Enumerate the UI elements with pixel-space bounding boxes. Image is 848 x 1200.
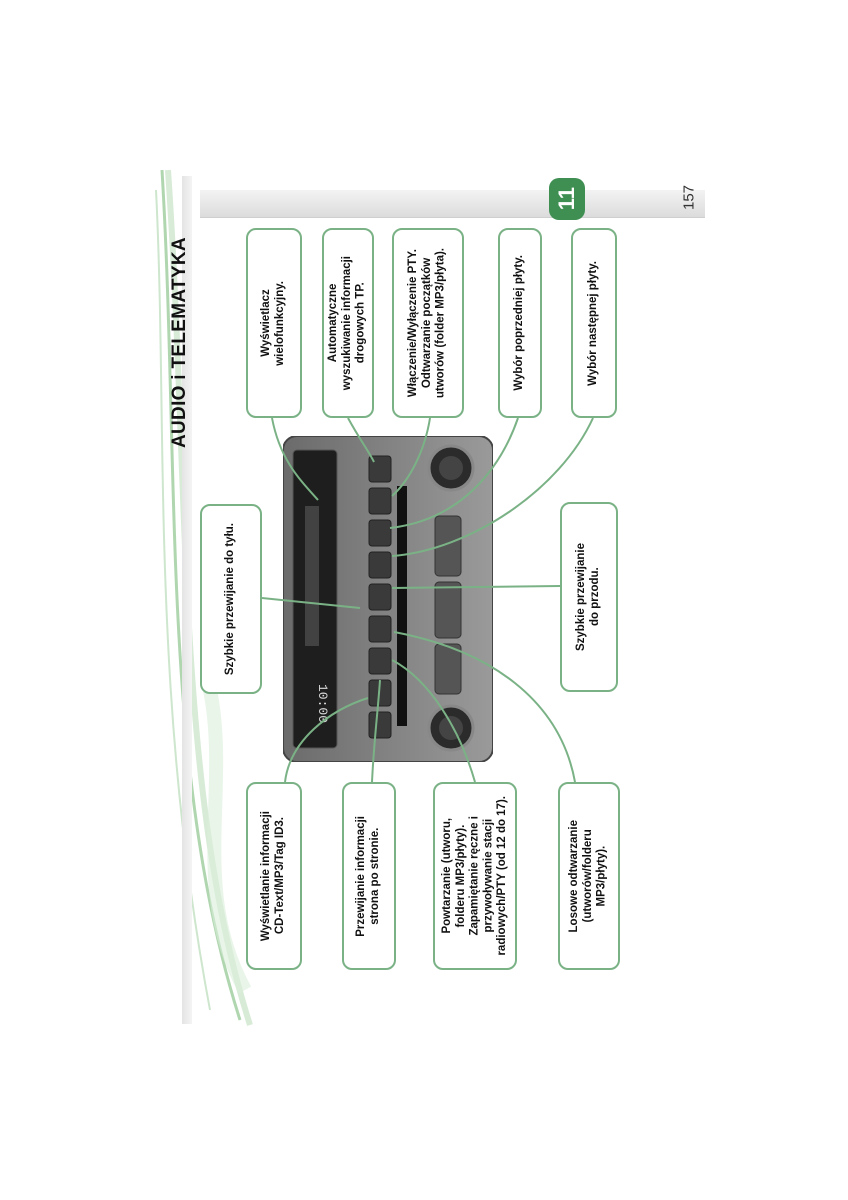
header-bar (200, 190, 705, 218)
chapter-badge: 11 (549, 178, 585, 220)
callout-multifunction-display: Wyświetlacz wielofunkcyjny. (246, 228, 302, 418)
callout-random-play: Losowe odtwarzanie (utworów/folderu MP3/… (558, 782, 620, 970)
page-number: 157 (680, 184, 698, 210)
cd-slot (397, 486, 407, 726)
callout-scroll-info: Przewijanie informacji strona po stronie… (342, 782, 396, 970)
callout-pty: Włączenie/Wyłączenie PTY. Odtwarzanie po… (392, 228, 464, 418)
callout-repeat-presets: Powtarzanie (utworu, folderu MP3/płyty).… (433, 782, 517, 970)
page-spine (182, 176, 192, 1024)
callout-next-disc: Wybór następnej płyty. (571, 228, 617, 418)
radio-clock: 10:00 (315, 684, 330, 723)
radio-button-column (368, 455, 392, 739)
section-title: AUDIO i TELEMATYKA (169, 237, 190, 449)
callout-cd-text-info: Wyświetlanie informacji CD-Text/MP3/Tag … (246, 782, 302, 970)
decorative-swoosh (155, 170, 253, 1026)
radio-unit-illustration: 10:00 (283, 436, 493, 762)
callout-previous-disc: Wybór poprzedniej płyty. (498, 228, 542, 418)
callout-fast-forward: Szybkie przewijanie do przodu. (560, 502, 618, 692)
callout-tp-search: Automatyczne wyszukiwanie informacji dro… (322, 228, 374, 418)
callout-fast-rewind: Szybkie przewijanie do tyłu. (200, 504, 262, 694)
